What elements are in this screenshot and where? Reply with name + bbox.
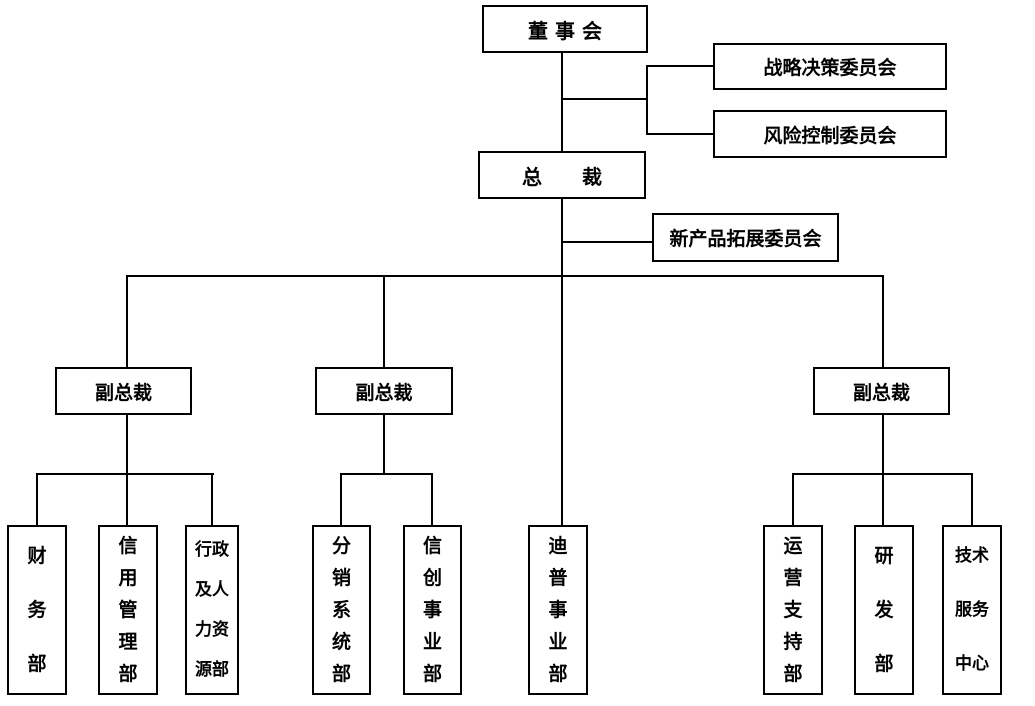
node-risk-control-committee: 风险控制委员会 (713, 110, 947, 158)
connector-strategy-committee (647, 65, 713, 67)
node-strategy-decision-committee: 战略决策委员会 (713, 43, 947, 90)
connector-new-product-committee (562, 241, 652, 243)
node-xinchuang-business-dept: 信 创 事 业 部 (403, 525, 462, 695)
connector-committee-spine (646, 65, 648, 135)
connector-drop-vp-right (882, 276, 884, 367)
connector-stub-adminhr (211, 474, 213, 525)
node-vice-president-right: 副总裁 (813, 367, 950, 415)
node-label-new-product-committee: 新产品拓展委员会 (669, 228, 822, 250)
connector-president-dipu (561, 199, 563, 525)
connector-subbar-left-group (36, 473, 214, 475)
node-label-vp-left: 副总裁 (94, 381, 152, 404)
node-label-strategy-committee: 战略决策委员会 (763, 57, 897, 79)
connector-vpmiddle-drop (383, 415, 385, 475)
node-vice-president-middle: 副总裁 (315, 367, 453, 415)
connector-vpright-rnd (882, 415, 884, 525)
node-label-tech-service-center: 技术 服务 中心 (955, 546, 989, 674)
node-distribution-system-dept: 分 销 系 统 部 (312, 525, 371, 695)
node-tech-service-center: 技术 服务 中心 (942, 525, 1002, 695)
node-label-xinchuang-dept: 信 创 事 业 部 (422, 535, 442, 685)
connector-subbar-right-group (792, 473, 973, 475)
connector-stub-ops (792, 474, 794, 525)
node-dipu-business-dept: 迪 普 事 业 部 (528, 525, 588, 695)
connector-subbar-middle-group (340, 473, 433, 475)
connector-drop-vp-middle (383, 276, 385, 367)
node-label-rnd-dept: 研 发 部 (874, 545, 894, 675)
connector-drop-vp-left (126, 276, 128, 367)
node-label-admin-hr-dept: 行政 及人 力资 源部 (195, 540, 229, 680)
node-credit-management-dept: 信 用 管 理 部 (98, 525, 158, 695)
node-finance-dept: 财 务 部 (7, 525, 67, 695)
connector-vpleft-credit (126, 415, 128, 525)
node-president: 总 裁 (478, 151, 646, 199)
connector-board-committees (562, 98, 648, 100)
node-label-risk-committee: 风险控制委员会 (763, 124, 897, 147)
node-vice-president-left: 副总裁 (55, 367, 192, 415)
node-label-vp-middle: 副总裁 (355, 381, 413, 404)
connector-risk-committee (647, 133, 713, 135)
node-label-dipu-dept: 迪 普 事 业 部 (548, 535, 568, 685)
node-label-board: 董 事 会 (528, 18, 602, 43)
node-operations-support-dept: 运 营 支 持 部 (763, 525, 823, 695)
node-board-of-directors: 董 事 会 (482, 5, 648, 53)
node-label-ops-dept: 运 营 支 持 部 (783, 535, 803, 685)
node-label-president: 总 裁 (522, 164, 602, 189)
node-rnd-dept: 研 发 部 (854, 525, 914, 695)
node-label-distribution-dept: 分 销 系 统 部 (331, 535, 351, 685)
node-label-vp-right: 副总裁 (852, 381, 910, 404)
connector-stub-distribution (340, 474, 342, 525)
connector-main-distribution-bar (126, 275, 884, 277)
node-new-product-committee: 新产品拓展委员会 (652, 213, 839, 262)
node-label-finance-dept: 财 务 部 (27, 545, 47, 675)
connector-stub-xinchuang (431, 474, 433, 525)
node-admin-hr-dept: 行政 及人 力资 源部 (185, 525, 239, 695)
connector-stub-finance (36, 474, 38, 525)
node-label-credit-dept: 信 用 管 理 部 (118, 535, 138, 685)
connector-board-president (561, 53, 563, 152)
connector-stub-techsvc (971, 474, 973, 525)
